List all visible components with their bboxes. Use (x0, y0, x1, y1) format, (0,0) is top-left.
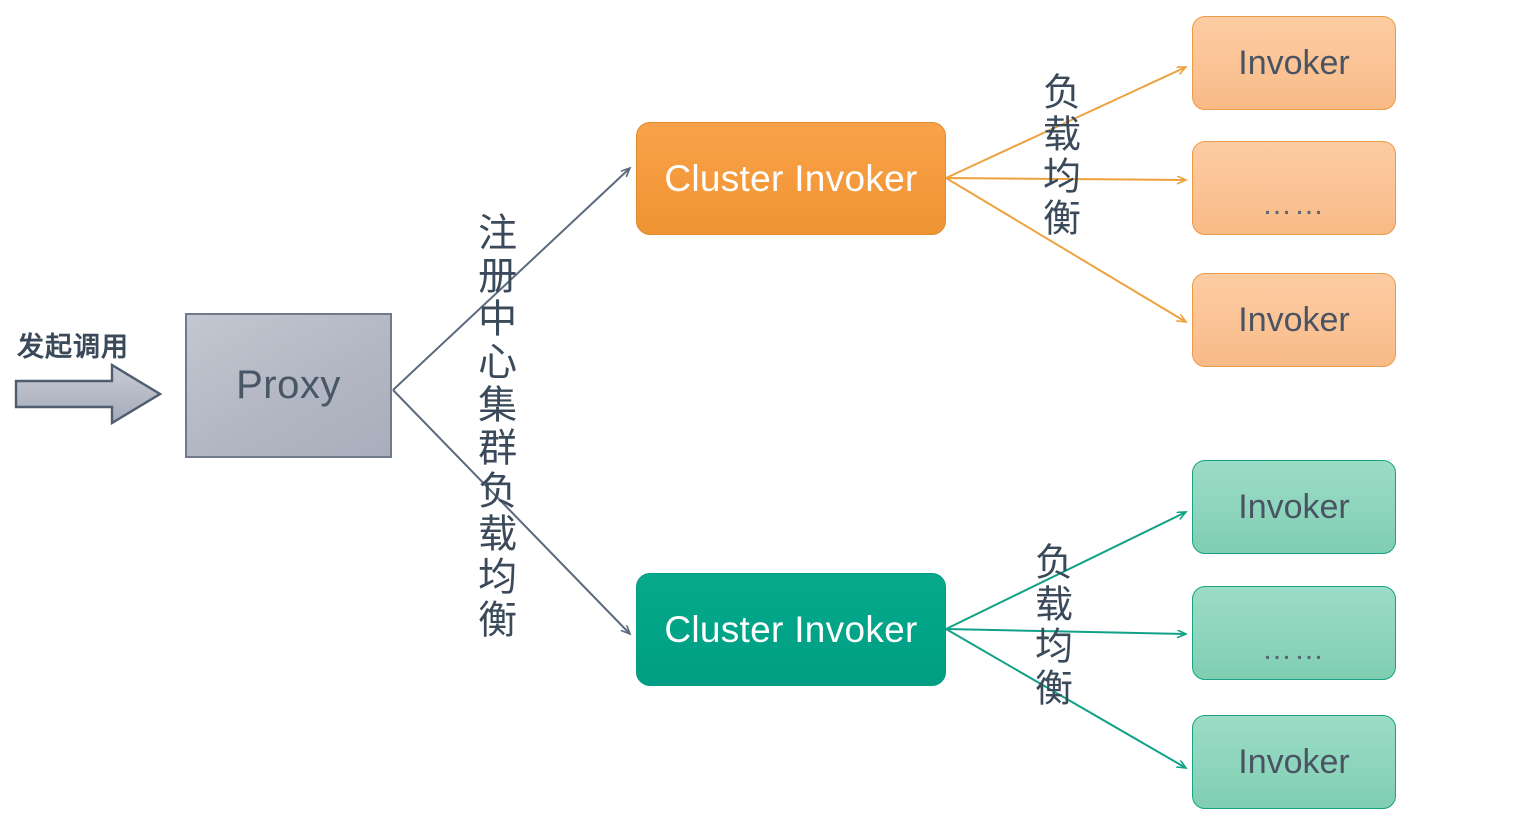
invoker-green-1-label: Invoker (1238, 487, 1350, 526)
cluster-invoker-green-label: Cluster Invoker (664, 608, 918, 650)
invoker-orange-ellipsis-label: …… (1262, 188, 1326, 221)
invoker-green-1[interactable]: Invoker (1192, 460, 1396, 554)
call-entry-label: 发起调用 (17, 332, 129, 362)
cluster-invoker-green[interactable]: Cluster Invoker (636, 573, 946, 686)
registry-cluster-lb-label: 注册中心集群负载均衡 (472, 212, 516, 642)
cluster-invoker-orange[interactable]: Cluster Invoker (636, 122, 946, 235)
invoker-orange-ellipsis[interactable]: …… (1192, 141, 1396, 235)
proxy-label: Proxy (236, 363, 341, 407)
block-arrow-right-icon (14, 362, 163, 426)
invoker-orange-2[interactable]: Invoker (1192, 273, 1396, 367)
invoker-orange-1[interactable]: Invoker (1192, 16, 1396, 110)
invoker-orange-2-label: Invoker (1238, 300, 1350, 339)
invoker-green-ellipsis-label: …… (1262, 633, 1326, 666)
invoker-green-2-label: Invoker (1238, 742, 1350, 781)
invoker-orange-1-label: Invoker (1238, 43, 1350, 82)
load-balance-label-orange: 负载均衡 (1036, 72, 1079, 240)
invoker-green-ellipsis[interactable]: …… (1192, 586, 1396, 680)
proxy-box[interactable]: Proxy (185, 313, 392, 458)
cluster-invoker-orange-label: Cluster Invoker (664, 157, 918, 199)
load-balance-label-green: 负载均衡 (1028, 542, 1071, 710)
invoker-green-2[interactable]: Invoker (1192, 715, 1396, 809)
